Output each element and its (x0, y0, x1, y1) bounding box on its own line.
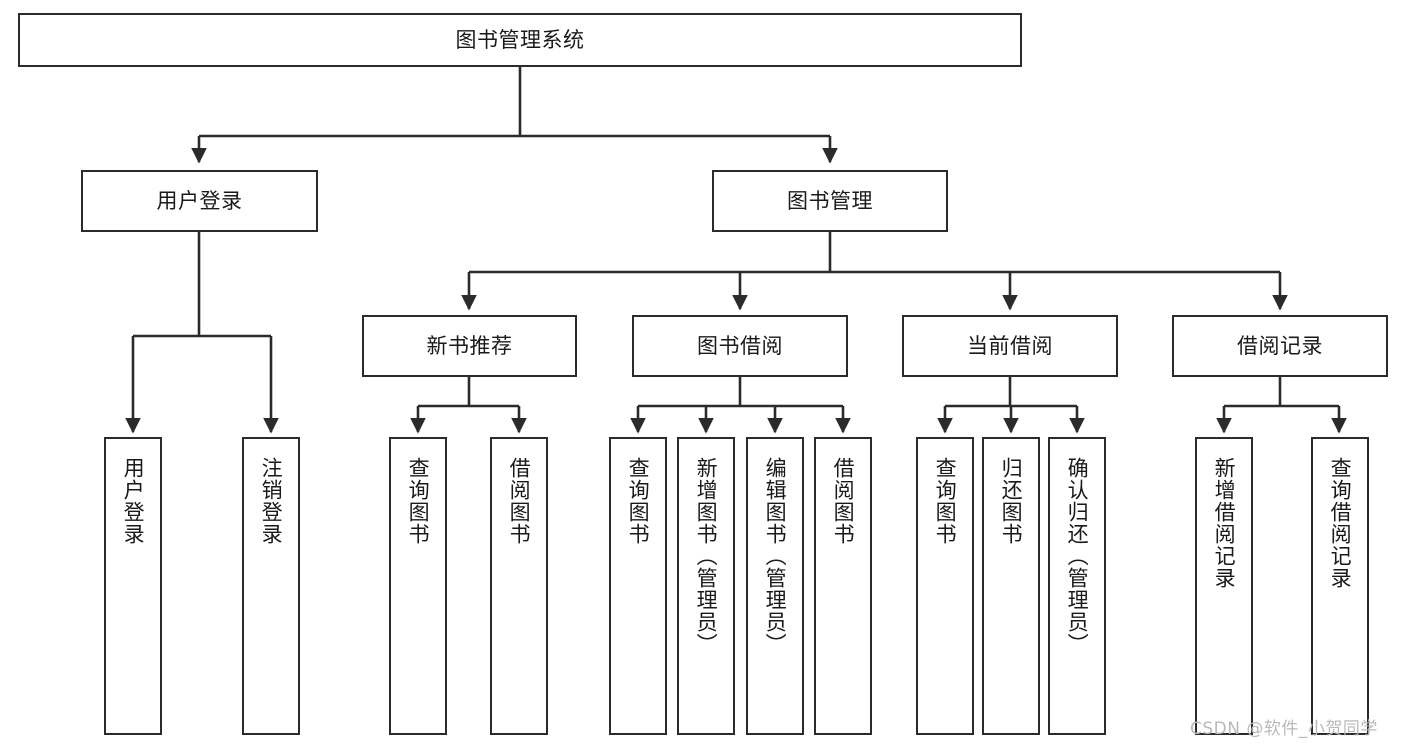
node-current-borrow-label: 当前借阅 (967, 333, 1053, 358)
leaf-borrow-book-2-label: 借阅图书 (831, 457, 856, 545)
leaf-return-book[interactable]: 归还图书 (982, 437, 1040, 735)
leaf-query-book-1-label: 查询图书 (406, 457, 431, 545)
node-root-label: 图书管理系统 (455, 27, 585, 52)
node-root[interactable]: 图书管理系统 (18, 13, 1022, 67)
node-borrow-record-label: 借阅记录 (1237, 333, 1323, 358)
leaf-query-book-2[interactable]: 查询图书 (609, 437, 667, 735)
leaf-confirm-return[interactable]: 确认归还（管理员） (1048, 437, 1106, 735)
leaf-query-record[interactable]: 查询借阅记录 (1311, 437, 1369, 735)
node-new-book-rec-label: 新书推荐 (426, 333, 513, 358)
leaf-add-book-label: 新增图书（管理员） (694, 457, 719, 655)
node-borrow-record[interactable]: 借阅记录 (1172, 315, 1388, 377)
leaf-user-login-label: 用户登录 (121, 457, 146, 545)
leaf-edit-book[interactable]: 编辑图书（管理员） (746, 437, 804, 735)
node-book-borrow-label: 图书借阅 (697, 333, 783, 358)
leaf-edit-book-label: 编辑图书（管理员） (763, 457, 788, 655)
node-current-borrow[interactable]: 当前借阅 (902, 315, 1118, 377)
leaf-query-book-1[interactable]: 查询图书 (389, 437, 447, 735)
node-new-book-rec[interactable]: 新书推荐 (362, 315, 577, 377)
node-book-borrow[interactable]: 图书借阅 (632, 315, 848, 377)
leaf-query-book-3-label: 查询图书 (933, 457, 958, 545)
leaf-borrow-book-1[interactable]: 借阅图书 (490, 437, 548, 735)
leaf-add-record-label: 新增借阅记录 (1212, 457, 1237, 589)
node-user-login-label: 用户登录 (156, 188, 243, 213)
leaf-query-book-3[interactable]: 查询图书 (916, 437, 974, 735)
leaf-borrow-book-2[interactable]: 借阅图书 (814, 437, 872, 735)
leaf-confirm-return-label: 确认归还（管理员） (1065, 457, 1090, 655)
node-book-manage-label: 图书管理 (787, 188, 873, 213)
node-book-manage[interactable]: 图书管理 (712, 170, 948, 232)
leaf-borrow-book-1-label: 借阅图书 (507, 457, 532, 545)
leaf-user-login[interactable]: 用户登录 (104, 437, 162, 735)
watermark: CSDN @软件_小贺同学 (1190, 719, 1378, 739)
leaf-add-book[interactable]: 新增图书（管理员） (677, 437, 735, 735)
leaf-logout[interactable]: 注销登录 (242, 437, 300, 735)
leaf-add-record[interactable]: 新增借阅记录 (1195, 437, 1253, 735)
leaf-return-book-label: 归还图书 (999, 457, 1024, 545)
leaf-query-record-label: 查询借阅记录 (1328, 457, 1353, 589)
leaf-logout-label: 注销登录 (259, 457, 284, 545)
leaf-query-book-2-label: 查询图书 (626, 457, 651, 545)
node-user-login[interactable]: 用户登录 (81, 170, 318, 232)
